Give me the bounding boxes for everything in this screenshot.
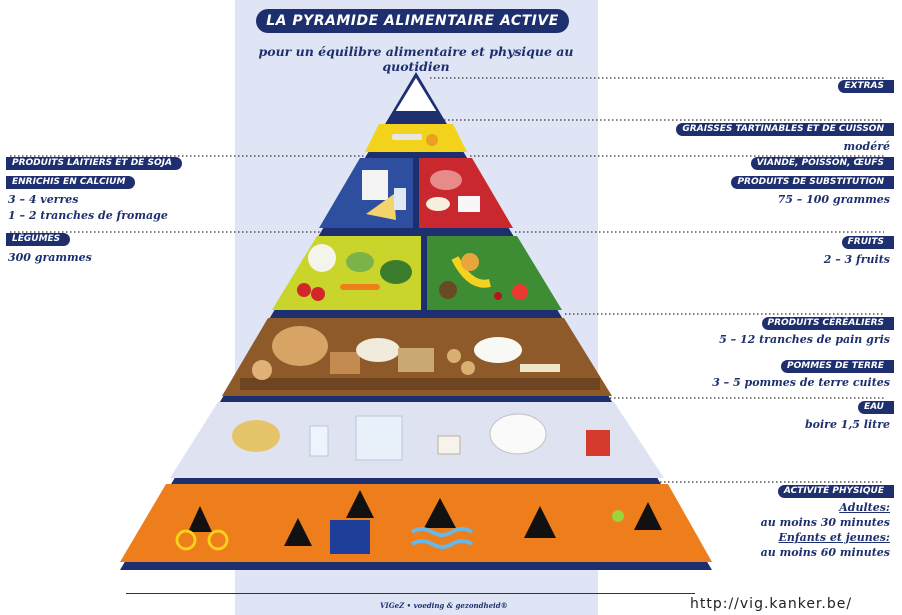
banana-icon bbox=[451, 256, 491, 288]
note-children-heading: Enfants et jeunes: bbox=[778, 531, 890, 544]
cauliflower-icon bbox=[308, 244, 336, 272]
label-meat: VIANDE, POISSON, ŒUFS bbox=[750, 157, 894, 170]
bicycle-wheel-icon bbox=[207, 529, 229, 551]
water-wave-icon bbox=[410, 539, 474, 549]
meat-icon bbox=[430, 170, 462, 190]
water-jug-icon bbox=[355, 415, 403, 461]
toast-icon bbox=[330, 352, 360, 374]
potato-icon bbox=[447, 349, 461, 363]
broccoli-icon bbox=[380, 260, 412, 284]
oil-bottle-icon bbox=[426, 134, 438, 146]
carrot-icon bbox=[340, 284, 380, 290]
walker-figure-icon bbox=[284, 518, 312, 546]
potato-icon bbox=[461, 361, 475, 375]
muesli-bowl-icon bbox=[356, 338, 400, 362]
note-meat: 75 – 100 grammes bbox=[777, 193, 890, 206]
label-vegetables: LÉGUMES bbox=[6, 233, 71, 246]
lettuce-icon bbox=[346, 252, 374, 272]
tennis-ball-icon bbox=[612, 510, 624, 522]
poster-subtitle: pour un équilibre alimentaire et physiqu… bbox=[258, 44, 574, 74]
tier-activity bbox=[120, 484, 712, 562]
tennis-figure-icon bbox=[634, 502, 662, 530]
source-url: http://vig.kanker.be/ bbox=[690, 596, 853, 612]
cheese-icon bbox=[366, 194, 396, 220]
note-vegetables: 300 grammes bbox=[8, 251, 92, 264]
note-fats: modéré bbox=[843, 140, 890, 153]
egg-icon bbox=[426, 197, 450, 211]
cereals-tray bbox=[240, 378, 600, 390]
kiwi-icon bbox=[439, 281, 457, 299]
note-dairy-1: 3 – 4 verres bbox=[8, 193, 79, 206]
tofu-icon bbox=[458, 196, 480, 212]
bicycle-wheel-icon bbox=[175, 529, 197, 551]
tier-extras bbox=[392, 74, 440, 113]
water-bowl-icon bbox=[232, 420, 280, 452]
tier-meat bbox=[419, 158, 513, 228]
label-fats: GRAISSES TARTINABLES ET DE CUISSON bbox=[676, 123, 894, 136]
label-activity: ACTIVITÉ PHYSIQUE bbox=[777, 485, 894, 498]
pasta-icon bbox=[520, 364, 560, 372]
tier-water bbox=[170, 402, 664, 478]
cherry-icon bbox=[494, 292, 502, 300]
footer-divider bbox=[126, 593, 695, 594]
label-calcium: ENRICHIS EN CALCIUM bbox=[6, 176, 136, 189]
label-dairy: PRODUITS LAITIERS ET DE SOJA bbox=[6, 157, 182, 170]
crackers-icon bbox=[398, 348, 434, 372]
activity-figures bbox=[175, 490, 662, 554]
water-wave-icon bbox=[410, 527, 474, 537]
note-adults-heading: Adultes: bbox=[839, 501, 890, 514]
label-cereals: PRODUITS CÉRÉALIERS bbox=[761, 317, 894, 330]
milk-carton-icon bbox=[362, 170, 388, 200]
juice-glass-icon bbox=[586, 430, 610, 456]
label-water: EAU bbox=[857, 401, 894, 414]
knife-icon bbox=[392, 134, 422, 140]
tomato-icon bbox=[311, 287, 325, 301]
label-extras: EXTRAS bbox=[838, 80, 894, 93]
note-water: boire 1,5 litre bbox=[804, 418, 890, 431]
note-potatoes: 3 – 5 pommes de terre cuites bbox=[712, 376, 890, 389]
footer-credit: VIGeZ • voeding & gezondheid® bbox=[380, 601, 508, 610]
label-potatoes: POMMES DE TERRE bbox=[781, 360, 894, 373]
note-fruits: 2 – 3 fruits bbox=[823, 253, 890, 266]
apple-icon bbox=[512, 284, 528, 300]
coffee-cup-icon bbox=[437, 435, 461, 455]
bun-icon bbox=[252, 360, 272, 380]
dancer-figure-icon bbox=[524, 506, 556, 538]
rice-bowl-icon bbox=[474, 337, 522, 363]
milk-glass-icon bbox=[394, 188, 406, 210]
note-cereals: 5 – 12 tranches de pain gris bbox=[719, 333, 890, 346]
note-children: au moins 60 minutes bbox=[760, 546, 890, 559]
bread-icon bbox=[272, 326, 328, 366]
poster-title: LA PYRAMIDE ALIMENTAIRE ACTIVE bbox=[256, 9, 569, 33]
cyclist-figure-icon bbox=[188, 506, 212, 532]
note-adults: au moins 30 minutes bbox=[760, 516, 890, 529]
stairs-icon bbox=[330, 520, 370, 554]
tier-fruits bbox=[427, 236, 562, 310]
label-substitutes: PRODUITS DE SUBSTITUTION bbox=[731, 176, 894, 189]
orange-icon bbox=[461, 253, 479, 271]
tomato-icon bbox=[297, 283, 311, 297]
swimmer-figure-icon bbox=[424, 498, 456, 528]
note-dairy-2: 1 – 2 tranches de fromage bbox=[8, 209, 168, 222]
teapot-icon bbox=[489, 413, 547, 455]
water-glass-icon bbox=[309, 425, 329, 457]
label-fruits: FRUITS bbox=[841, 236, 894, 249]
leader-lines bbox=[10, 77, 884, 483]
stairs-figure-icon bbox=[346, 490, 374, 518]
